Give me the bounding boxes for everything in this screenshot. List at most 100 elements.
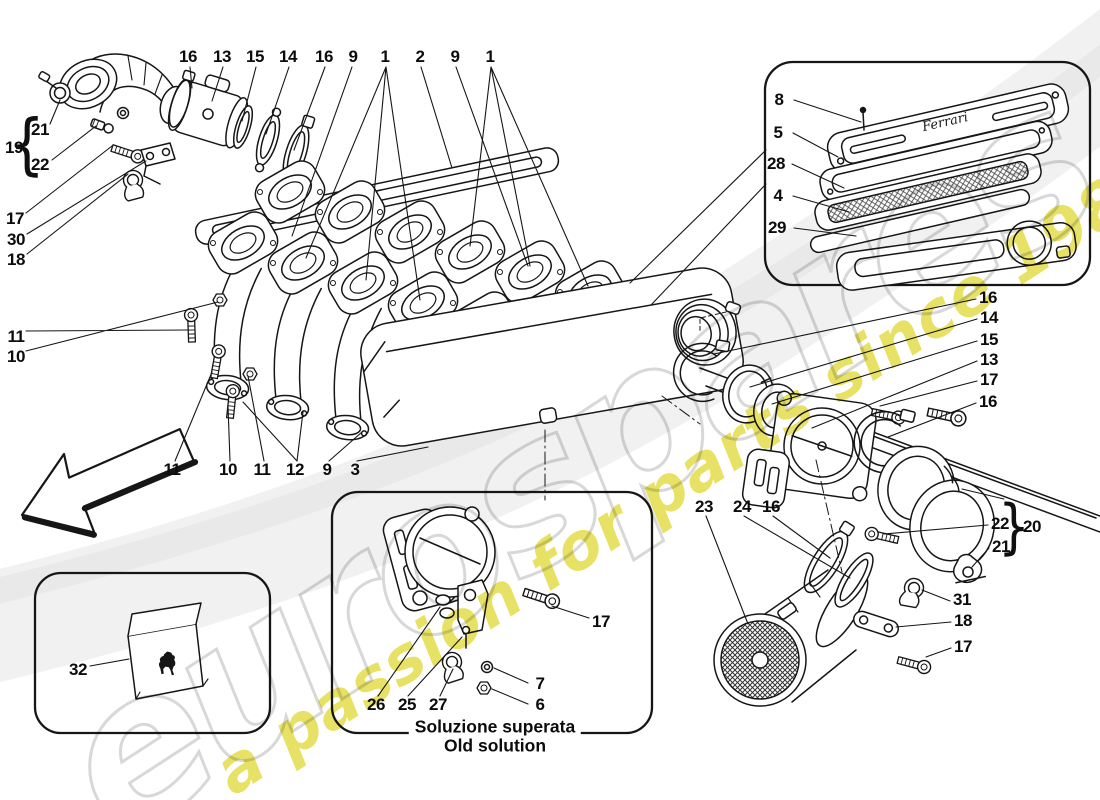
- part-number-label: 9: [348, 47, 358, 66]
- part-number-label: 25: [398, 695, 416, 714]
- part-number-label: 31: [953, 590, 971, 609]
- throttle-body-13: [741, 390, 877, 509]
- part-number-label: 6: [535, 695, 545, 714]
- part-number-label: 11: [7, 327, 25, 346]
- part-number-label: 23: [695, 497, 713, 516]
- part-number-label: 22: [31, 155, 49, 174]
- air-meter-23: [713, 569, 869, 707]
- support-bracket-30: [140, 142, 176, 185]
- part-number-label: 18: [954, 611, 972, 630]
- part-number-label: 15: [980, 330, 998, 349]
- part-number-label: 8: [774, 90, 784, 109]
- grouping-brace: {: [9, 105, 45, 184]
- part-number-label: 17: [6, 209, 24, 228]
- maf-inlet-clamp: [168, 69, 196, 128]
- airbox-top: [835, 220, 1077, 291]
- nut-10b: [242, 367, 258, 381]
- part-number-label: 9: [450, 47, 460, 66]
- part-number-label: 27: [429, 695, 447, 714]
- part-number-label: 3: [350, 460, 360, 479]
- part-number-label: 28: [767, 154, 785, 173]
- plenum-sensor: [699, 301, 742, 333]
- part-number-label: 13: [213, 47, 231, 66]
- old-clamp-27: [436, 649, 468, 685]
- part-number-label: 11: [253, 460, 271, 479]
- part-number-label: 21: [31, 120, 49, 139]
- adapter-ring-14: [254, 107, 282, 173]
- caption-old-solution-english: Old solution: [437, 735, 553, 757]
- part-number-label: 18: [7, 250, 25, 269]
- leader-lines: [25, 66, 1005, 705]
- old-throttle-body: [382, 506, 496, 612]
- part-number-label: 9: [322, 460, 332, 479]
- part-number-label: 14: [980, 308, 998, 327]
- air-filter-inset-box: [763, 60, 1092, 287]
- cover-screw-8: [859, 106, 867, 131]
- bracket-bolt-17: [109, 141, 147, 166]
- grouping-brace: }: [998, 491, 1030, 562]
- old-grommets-26: [435, 594, 455, 619]
- washer: [116, 106, 130, 120]
- part-number-label: 20: [1023, 517, 1041, 536]
- direction-arrow: [20, 428, 199, 538]
- filter-element-4: [814, 153, 1042, 231]
- washer-7: [480, 660, 494, 674]
- part-number-label: 5: [773, 123, 783, 142]
- part-number-label: 21: [992, 537, 1010, 556]
- cover-inset-box: [33, 571, 272, 735]
- link-bracket-18: [852, 610, 900, 638]
- screw-17b: [925, 403, 969, 429]
- part-number-label: 24: [733, 497, 751, 516]
- part-number-label: 11: [163, 460, 181, 479]
- part-number-label: 10: [219, 460, 237, 479]
- intake-duct-20: [877, 445, 996, 573]
- part-number-label: 32: [69, 660, 87, 679]
- part-number-label: 16: [979, 288, 997, 307]
- temp-sensor-22: [90, 118, 114, 134]
- part-number-label: 1: [380, 47, 390, 66]
- stud-bolt-11b: [206, 343, 227, 380]
- gasket-ring-15: [232, 105, 254, 149]
- part-number-label: 10: [7, 347, 25, 366]
- part-number-label: 17: [592, 612, 610, 631]
- part-number-label: 13: [980, 350, 998, 369]
- part-number-label: 16: [179, 47, 197, 66]
- part-number-label: 26: [367, 695, 385, 714]
- stud-bolt-11: [183, 307, 200, 343]
- part-number-label: 15: [246, 47, 264, 66]
- prancing-horse-icon: [158, 651, 176, 676]
- part-number-label: 2: [415, 47, 425, 66]
- part-number-label: 17: [980, 370, 998, 389]
- rubber-clamp-18: [118, 167, 148, 203]
- part-number-label: 30: [7, 230, 25, 249]
- part-number-label: 19: [5, 138, 23, 157]
- protective-cover-32: [127, 602, 209, 700]
- old-bolt-17: [520, 584, 563, 612]
- part-number-label: 1: [485, 47, 495, 66]
- filter-seal-29: [809, 188, 1031, 254]
- hose-clamp-21: [38, 71, 71, 104]
- inset-pointer-lines: [629, 149, 767, 306]
- nut-10: [212, 293, 228, 307]
- part-number-label: 16: [315, 47, 333, 66]
- part-number-label: 7: [535, 674, 545, 693]
- part-number-label: 22: [991, 514, 1009, 533]
- part-number-label: 4: [773, 186, 783, 205]
- part-number-label: 17: [954, 637, 972, 656]
- part-number-label: 16: [979, 392, 997, 411]
- clamp-16c: [803, 520, 855, 594]
- part-number-label: 29: [768, 218, 786, 237]
- wire-clamp-21: [953, 553, 987, 584]
- part-number-label: 12: [286, 460, 304, 479]
- caption-old-solution-italian: Soluzione superata: [408, 716, 582, 738]
- part-number-label: 14: [279, 47, 297, 66]
- nut-6: [476, 681, 492, 695]
- air-plenum-3: [360, 267, 744, 447]
- part-number-label: 16: [762, 497, 780, 516]
- stud-bolt-11c: [222, 383, 241, 420]
- screw-22: [863, 525, 901, 548]
- old-screw: [461, 625, 471, 649]
- old-bracket-25: [445, 579, 489, 635]
